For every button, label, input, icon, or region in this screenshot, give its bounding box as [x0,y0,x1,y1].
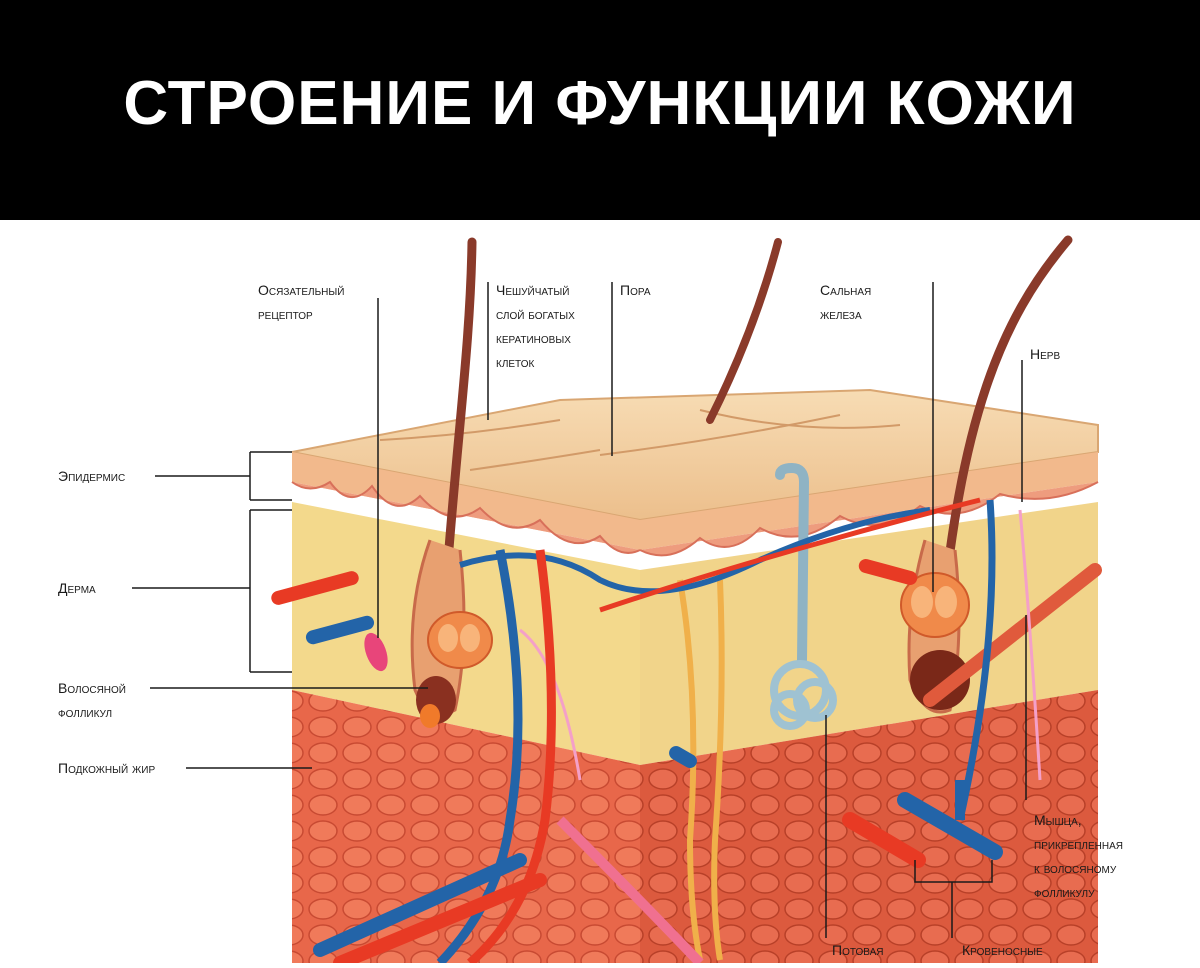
label-subcutaneous-fat: Подкожный жир [58,760,156,776]
blood-vessels [271,497,1003,968]
arrector-pili-muscle [923,563,1102,707]
label-blood-vessels: Кровеносные [962,942,1043,958]
page-title: СТРОЕНИЕ И ФУНКЦИИ КОЖИ [123,69,1077,138]
sebaceous-glands [427,572,970,669]
label-stratum-corneum: Чешуйчатый слой богатых кератиновых клет… [496,282,575,370]
skin-diagram: Осязательный рецептор Чешуйчатый слой бо… [0,220,1200,968]
label-pore: Пора [620,282,651,298]
label-nerve: Нерв [1030,346,1061,362]
touch-receptor [364,632,388,672]
leader-lines [132,282,1027,938]
label-epidermis: Эпидермис [58,468,126,484]
label-touch-receptor: Осязательный рецептор [258,282,345,322]
skin-illustration [132,235,1102,968]
label-muscle: Мышца, прикрепленная к волосяному фоллик… [1034,812,1123,900]
label-sebaceous-gland: Сальная железа [820,282,872,322]
title-banner: СТРОЕНИЕ И ФУНКЦИИ КОЖИ [0,0,1200,220]
label-dermis: Дерма [58,580,96,596]
label-hair-follicle: Волосяной фолликул [58,680,126,720]
sweat-gland [770,462,837,730]
label-sweat-gland: Потовая [832,942,884,958]
